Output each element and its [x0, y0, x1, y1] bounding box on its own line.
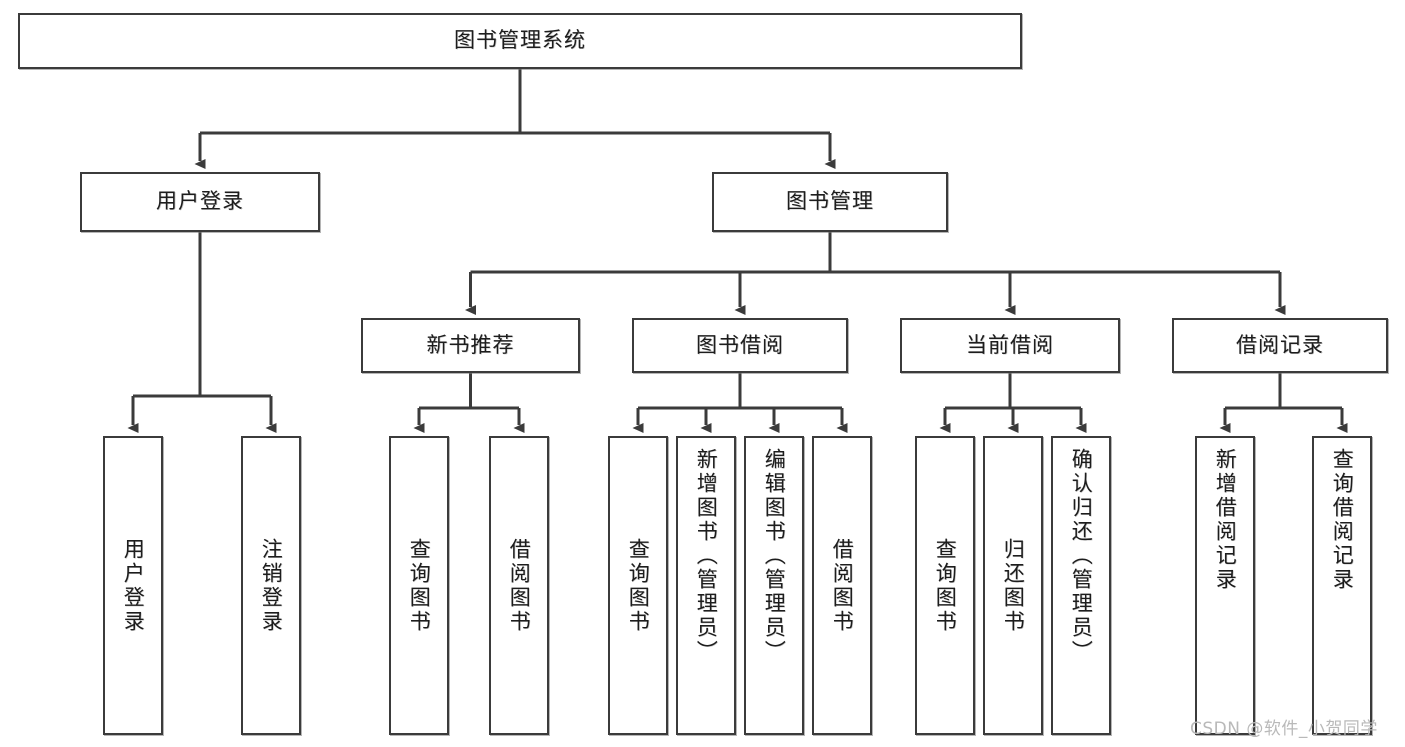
node-label: 用户登录 [121, 537, 146, 634]
node-leaf-current-query-book[interactable]: 查询图书 [915, 436, 975, 735]
node-root[interactable]: 图书管理系统 [18, 13, 1022, 69]
node-label: 当前借阅 [966, 332, 1054, 357]
node-leaf-recommend-query-book[interactable]: 查询图书 [389, 436, 449, 735]
node-leaf-current-return-book[interactable]: 归还图书 [983, 436, 1043, 735]
node-label: 图书借阅 [696, 332, 784, 357]
node-label: 借阅图书 [830, 537, 855, 634]
node-current-borrow[interactable]: 当前借阅 [900, 318, 1120, 373]
node-label: 注销登录 [259, 537, 284, 634]
node-label: 新增借阅记录 [1213, 448, 1238, 592]
node-leaf-borrow-edit-book[interactable]: 编辑图书（管理员） [744, 436, 804, 735]
node-label: 编辑图书（管理员） [762, 448, 787, 664]
csdn-watermark: CSDN @软件_小贺同学 [1190, 719, 1378, 739]
node-label: 查询图书 [626, 537, 651, 634]
node-leaf-record-query[interactable]: 查询借阅记录 [1312, 436, 1372, 735]
node-label: 借阅图书 [507, 537, 532, 634]
node-borrow-record[interactable]: 借阅记录 [1172, 318, 1388, 373]
node-label: 归还图书 [1001, 537, 1026, 634]
node-label: 用户登录 [156, 189, 244, 214]
node-label: 查询图书 [933, 537, 958, 634]
node-leaf-borrow-borrow-book[interactable]: 借阅图书 [812, 436, 872, 735]
node-label: 新增图书（管理员） [694, 448, 719, 664]
node-leaf-user-login[interactable]: 用户登录 [103, 436, 163, 735]
node-user-login[interactable]: 用户登录 [80, 172, 320, 232]
node-leaf-borrow-query-book[interactable]: 查询图书 [608, 436, 668, 735]
node-label: 查询借阅记录 [1330, 448, 1355, 592]
node-label: 图书管理系统 [454, 28, 586, 53]
node-leaf-record-add[interactable]: 新增借阅记录 [1195, 436, 1255, 735]
node-label: 新书推荐 [426, 332, 515, 357]
node-label: 借阅记录 [1236, 332, 1324, 357]
node-book-borrow[interactable]: 图书借阅 [632, 318, 848, 373]
node-leaf-user-logout[interactable]: 注销登录 [241, 436, 301, 735]
node-label: 查询图书 [407, 537, 432, 634]
node-book-manage[interactable]: 图书管理 [712, 172, 948, 232]
node-leaf-borrow-add-book[interactable]: 新增图书（管理员） [676, 436, 736, 735]
node-label: 确认归还（管理员） [1069, 448, 1094, 664]
node-label: 图书管理 [786, 189, 874, 214]
node-leaf-current-confirm-return[interactable]: 确认归还（管理员） [1051, 436, 1111, 735]
node-leaf-recommend-borrow-book[interactable]: 借阅图书 [489, 436, 549, 735]
node-new-book-recommend[interactable]: 新书推荐 [361, 318, 580, 373]
